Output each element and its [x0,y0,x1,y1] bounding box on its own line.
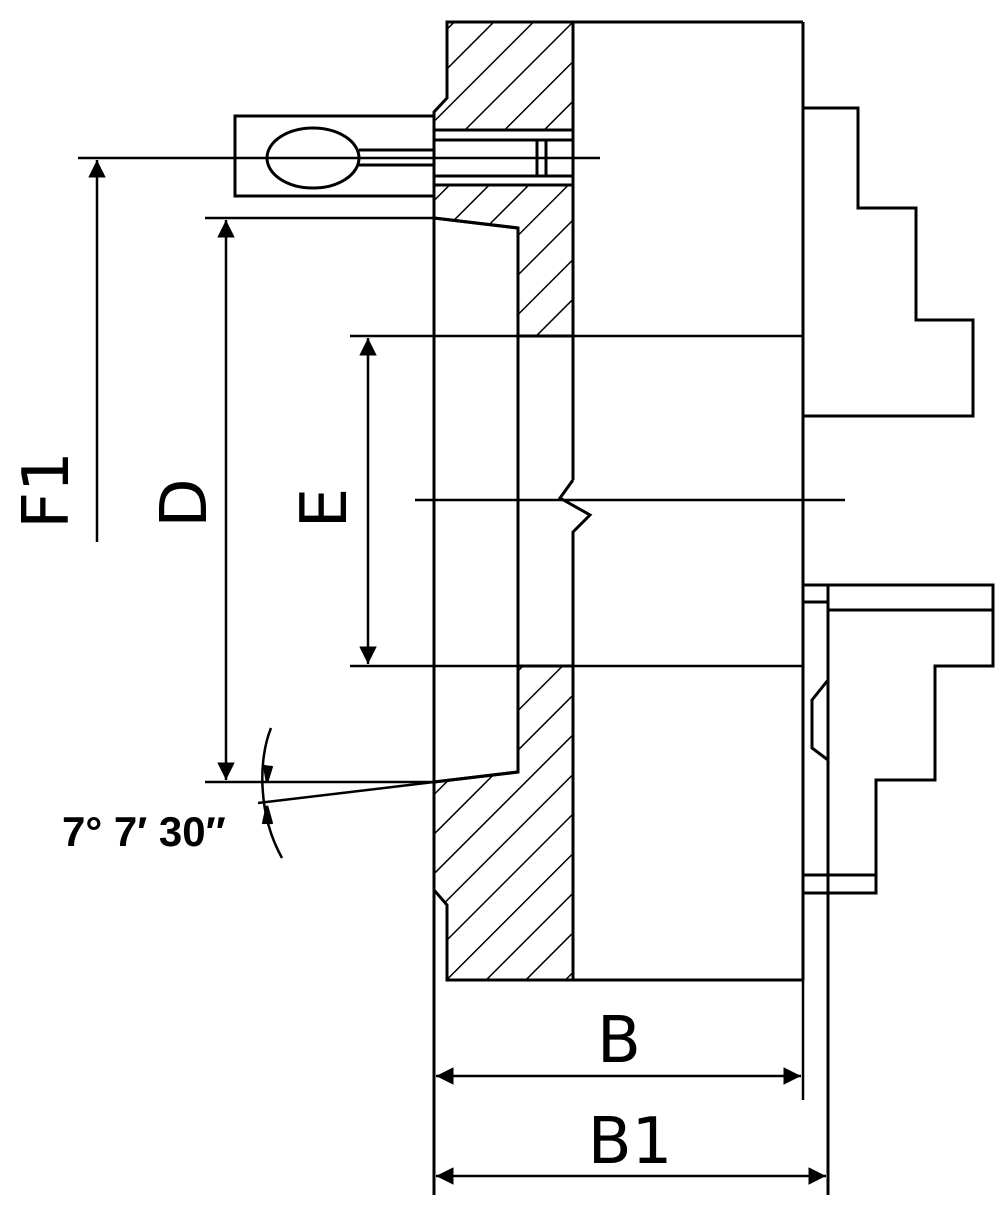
chuck-body-outline [432,20,805,1195]
upper-jaw [803,106,975,418]
chuck-key [233,114,436,198]
label-b: B [597,1004,641,1078]
label-b1: B1 [588,1105,673,1179]
section-upper-hatch [432,20,575,338]
lower-jaw [803,583,995,1195]
extension-lines [78,156,805,1100]
label-d: D [148,478,222,527]
label-angle: 7° 7′ 30″ [62,808,226,855]
section-lower-hatch [432,664,575,982]
label-e: E [288,488,362,528]
label-f1: F1 [10,451,84,529]
taper-angle-indicator [257,727,435,859]
